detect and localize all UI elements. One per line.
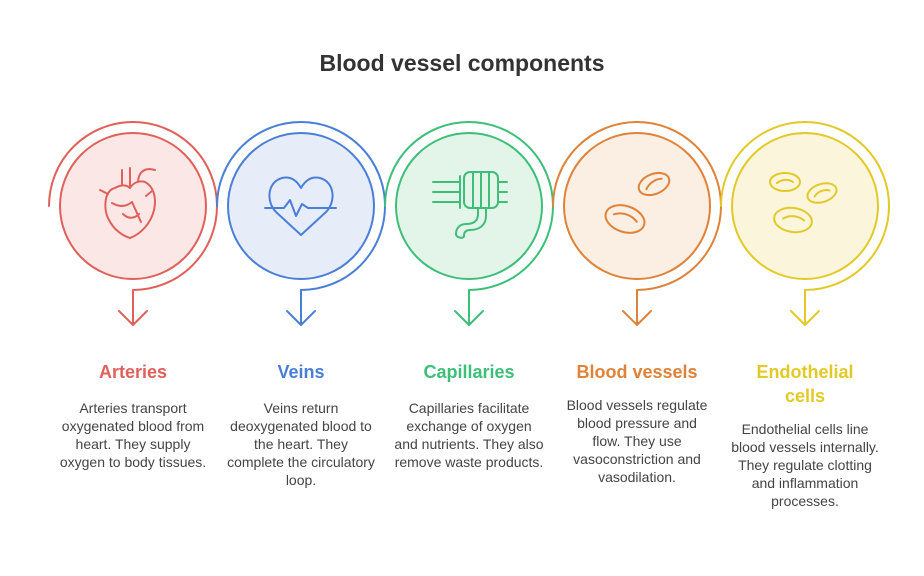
heartbeat-icon (264, 176, 337, 236)
heading-veins: Veins (277, 362, 325, 382)
node-ring-arc (720, 121, 890, 291)
heart-icon (99, 167, 156, 239)
blood-cells-icon (604, 171, 671, 234)
node-circle (395, 132, 543, 280)
description-veins: Veins return deoxygenated blood to the h… (227, 400, 375, 488)
description-blood-vessels: Blood vessels regulate blood pressure an… (566, 397, 708, 485)
heading-endothelial-cells: Endothelial cells (756, 362, 854, 406)
connector-arrow (454, 289, 484, 326)
node-capillaries (384, 121, 554, 326)
diagram-title: Blood vessel components (319, 50, 605, 76)
description-endothelial-cells: Endothelial cells line blood vessels int… (731, 421, 879, 509)
node-ring-arc (216, 121, 386, 291)
node-circle (563, 132, 711, 280)
connector-arrow (286, 289, 316, 326)
node-ring-arc (552, 121, 722, 291)
node-blood-vessels (552, 121, 722, 326)
cells-icon (769, 172, 838, 234)
heading-capillaries: Capillaries (423, 362, 515, 382)
capillary-vessel-icon (432, 171, 508, 239)
heading-arteries: Arteries (98, 362, 168, 382)
description-arteries: Arteries transport oxygenated blood from… (59, 400, 207, 470)
node-endothelial-cells (720, 121, 890, 326)
description-capillaries: Capillaries facilitate exchange of oxyge… (394, 400, 544, 470)
node-circle (731, 132, 879, 280)
node-ring-arc (48, 121, 218, 291)
heading-blood-vessels: Blood vessels (576, 362, 698, 382)
connector-arrow (118, 289, 148, 326)
connector-arrow (622, 289, 652, 326)
connector-arrow (790, 289, 820, 326)
node-arteries (48, 121, 218, 326)
node-ring-arc (384, 121, 554, 291)
node-veins (216, 121, 386, 326)
